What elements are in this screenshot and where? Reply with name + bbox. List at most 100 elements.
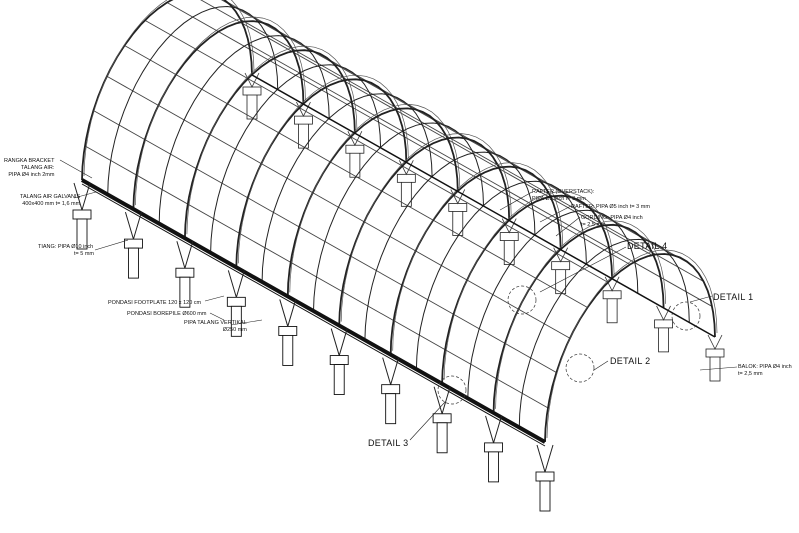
borepile (488, 451, 500, 483)
label-line: 400x400 mm t= 1,6 mm (22, 201, 81, 207)
label-line: GORDING: PIPA Ø4 inch (581, 215, 643, 221)
label-line: TIANG: PIPA Ø10 inch (38, 244, 94, 250)
label-line: RANGKA BRACKET (4, 158, 55, 164)
footplate (226, 296, 246, 307)
rafter-overstack (237, 74, 409, 264)
borepile (76, 218, 88, 250)
rafter-overstack (289, 104, 461, 293)
back-eave-beam (251, 74, 716, 338)
label-talang-air: TALANG AIR GALVANIS 400x400 mm t= 1,6 mm (20, 194, 80, 208)
footplate (432, 413, 452, 424)
label-line: t= 5 mm (74, 251, 95, 257)
rafter-arch (492, 223, 665, 413)
label-balok: BALOK: PIPA Ø4 inch t= 2,5 mm (738, 364, 792, 378)
rafter-overstack (135, 16, 306, 206)
label-borepile: PONDASI BOREPILE Ø600 mm (127, 311, 207, 317)
rafter-arch (518, 238, 690, 428)
back-footplate (396, 173, 416, 183)
rafter-overstack (186, 45, 358, 235)
back-column (606, 296, 618, 324)
back-footplate (242, 86, 262, 96)
leader-line (209, 312, 225, 321)
rafter-arch (184, 49, 356, 239)
leader-line (499, 191, 533, 211)
label-footplate: PONDASI FOOTPLATE 120 x 120 cm (108, 300, 202, 306)
leader-line (539, 246, 627, 293)
detail-3-circle (437, 375, 467, 405)
back-column (709, 354, 721, 382)
back-footplate (654, 319, 673, 329)
rafter-arch (261, 93, 433, 282)
rafter-arch (286, 107, 459, 297)
back-footplate (345, 144, 365, 154)
footplate (381, 384, 401, 395)
rafter-overstack (546, 249, 718, 439)
footplate (72, 209, 92, 220)
label-line: RAFTER (OVERSTACK): (532, 189, 595, 195)
rafter-arch (210, 64, 382, 253)
label-line: TALANG AIR: (20, 165, 55, 171)
label-rafter: RAFTER: PIPA Ø5 inch t= 3 mm (571, 204, 650, 210)
rafter-overstack (83, 0, 255, 177)
back-footplate (705, 348, 725, 358)
leader-line (593, 360, 609, 371)
rafter-arch (441, 194, 613, 384)
rafter-arch (132, 20, 305, 210)
detail-1-circle (671, 301, 701, 331)
label-rafter-overstack: RAFTER (OVERSTACK): PIPA Ø5 inch t= 3 mm (532, 189, 594, 203)
back-footplate (551, 261, 571, 271)
rafter-overstack (495, 220, 666, 409)
back-footplate (294, 115, 313, 125)
leader-line (59, 159, 93, 179)
back-footplate (499, 232, 519, 241)
leader-line (204, 295, 225, 302)
leader-line (230, 319, 263, 326)
borepile (539, 480, 551, 512)
rafter-arch (235, 78, 408, 268)
label-rangka-bracket: RANGKA BRACKET TALANG AIR: PIPA Ø4 inch … (4, 158, 54, 179)
back-column-bracket (707, 334, 723, 350)
back-footplate (602, 290, 622, 300)
back-footplate (448, 203, 468, 212)
rafter-arch (107, 5, 279, 195)
borepile (179, 276, 191, 308)
footplate (535, 471, 555, 482)
rafter-arch (544, 253, 716, 443)
detail-2-label: DETAIL 2 (610, 356, 651, 366)
leader-line (555, 216, 581, 237)
leader-line (689, 295, 713, 303)
front-eave-gutter (81, 178, 546, 444)
borepile (436, 422, 448, 454)
borepile (333, 364, 345, 396)
detail-4-circle (507, 285, 537, 315)
borepile (385, 393, 397, 425)
column-bracket (536, 444, 554, 474)
detail-3-label: DETAIL 3 (368, 438, 409, 448)
rafter-arch (313, 122, 484, 312)
label-line: PIPA Ø4 inch 2mm (8, 172, 55, 178)
label-line: Ø250 mm (222, 327, 247, 333)
rafter-arch (389, 165, 562, 355)
rafter-arch (158, 35, 330, 224)
label-line: BALOK: PIPA Ø4 inch (738, 364, 792, 370)
rafter-overstack (443, 191, 615, 380)
leader-line (539, 205, 572, 223)
footplate (175, 267, 195, 278)
back-column (658, 325, 669, 353)
label-pipa-talang: PIPA TALANG VERTIKAL Ø250 mm (184, 320, 247, 334)
rafter-overstack (392, 162, 564, 351)
rafter-arch (338, 136, 511, 326)
label-line: PIPA TALANG VERTIKAL (184, 320, 247, 326)
leader-line (409, 401, 446, 441)
leader-line (94, 239, 129, 251)
detail-2-circle (565, 353, 595, 383)
borepile (282, 334, 294, 366)
borepile (127, 247, 139, 279)
rafter-arch (467, 209, 639, 399)
detail-1-label: DETAIL 1 (713, 292, 754, 302)
rafter-arch (81, 0, 253, 181)
gutter-edge (81, 183, 546, 447)
footplate (278, 325, 298, 336)
